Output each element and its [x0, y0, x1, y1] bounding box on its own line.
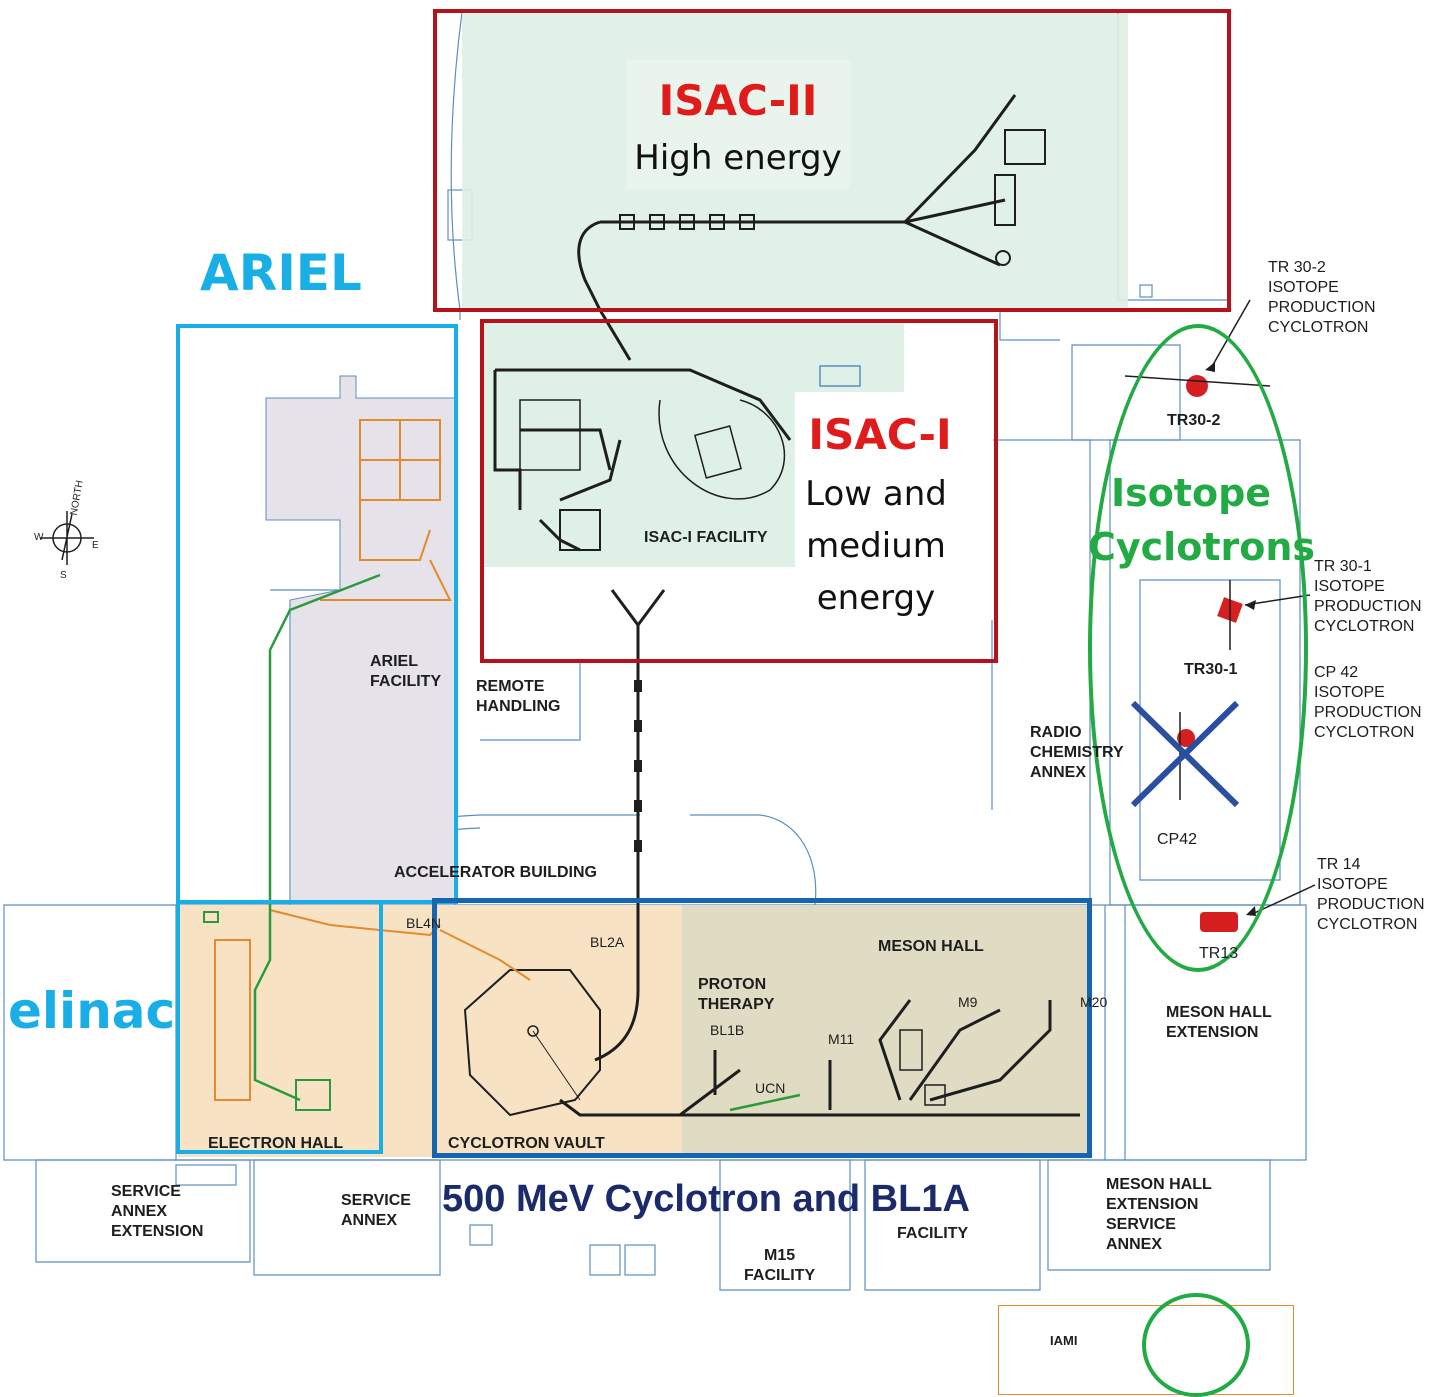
facility-partial-label: FACILITY	[897, 1225, 969, 1242]
tr13-label: TR13	[1199, 945, 1239, 962]
bl2a-label: BL2A	[590, 934, 625, 950]
m20-label: M20	[1080, 994, 1108, 1010]
elinac-title: elinac	[8, 982, 176, 1040]
isac2-box	[433, 9, 1231, 312]
isotope-ellipse	[1088, 324, 1308, 972]
tr30-2-callout: TR 30-2 ISOTOPE PRODUCTION CYCLOTRON	[1268, 259, 1376, 336]
isac1-title: ISAC-I	[808, 410, 952, 459]
bl1b-label: BL1B	[710, 1022, 745, 1038]
electron-hall-label: ELECTRON HALL	[208, 1135, 344, 1152]
tr14-callout: TR 14 ISOTOPE PRODUCTION CYCLOTRON	[1317, 856, 1425, 933]
service-annex-label: SERVICE ANNEX	[341, 1192, 411, 1229]
compass-south: S	[60, 570, 67, 581]
meson-hall-ext-service-label: MESON HALL EXTENSION SERVICE ANNEX	[1106, 1176, 1212, 1253]
isac2-title: ISAC-II	[658, 76, 818, 125]
compass-west: W	[34, 532, 44, 543]
cp42-callout: CP 42 ISOTOPE PRODUCTION CYCLOTRON	[1314, 664, 1422, 741]
elinac-box	[176, 900, 383, 1154]
iami-circle	[1142, 1293, 1250, 1397]
cp42-label: CP42	[1157, 831, 1198, 848]
compass-east: E	[92, 540, 99, 551]
compass-icon	[40, 511, 94, 565]
isac1-label-area	[795, 392, 993, 620]
meson-hall-label: MESON HALL	[878, 938, 984, 955]
bl4n-label: BL4N	[406, 915, 442, 931]
iami-label: IAMI	[1050, 1333, 1078, 1348]
m11-label: M11	[828, 1031, 855, 1047]
radio-chemistry-label: RADIO CHEMISTRY ANNEX	[1030, 724, 1124, 781]
service-annex-extension-label: SERVICE ANNEX EXTENSION	[111, 1183, 204, 1240]
cyclotron-title: 500 MeV Cyclotron and BL1A	[442, 1178, 970, 1220]
isac1-box	[480, 319, 998, 663]
accelerator-building-label: ACCELERATOR BUILDING	[394, 864, 597, 881]
isac1-subtitle: Low and medium energy	[805, 474, 947, 618]
isac1-facility-label: ISAC-I FACILITY	[644, 529, 768, 546]
m15-facility-label: M15 FACILITY	[744, 1247, 816, 1284]
tr30-1-callout: TR 30-1 ISOTOPE PRODUCTION CYCLOTRON	[1314, 558, 1422, 635]
proton-therapy-label: PROTON THERAPY	[698, 976, 775, 1013]
m9-label: M9	[958, 994, 978, 1010]
tr30-1-label: TR30-1	[1184, 661, 1238, 678]
tr30-2-label: TR30-2	[1167, 412, 1221, 429]
ucn-label: UCN	[755, 1080, 786, 1096]
isotope-title: Isotope Cyclotrons	[1088, 471, 1315, 569]
remote-handling-label: REMOTE HANDLING	[476, 678, 561, 715]
ariel-facility-label: ARIEL FACILITY	[370, 653, 442, 690]
meson-hall-extension-label: MESON HALL EXTENSION	[1166, 1004, 1272, 1041]
isac2-subtitle: High energy	[634, 138, 842, 178]
ariel-title: ARIEL	[200, 244, 362, 302]
cyclotron-box	[432, 898, 1092, 1158]
cyclotron-vault-label: CYCLOTRON VAULT	[448, 1135, 605, 1152]
ariel-box	[176, 324, 458, 904]
